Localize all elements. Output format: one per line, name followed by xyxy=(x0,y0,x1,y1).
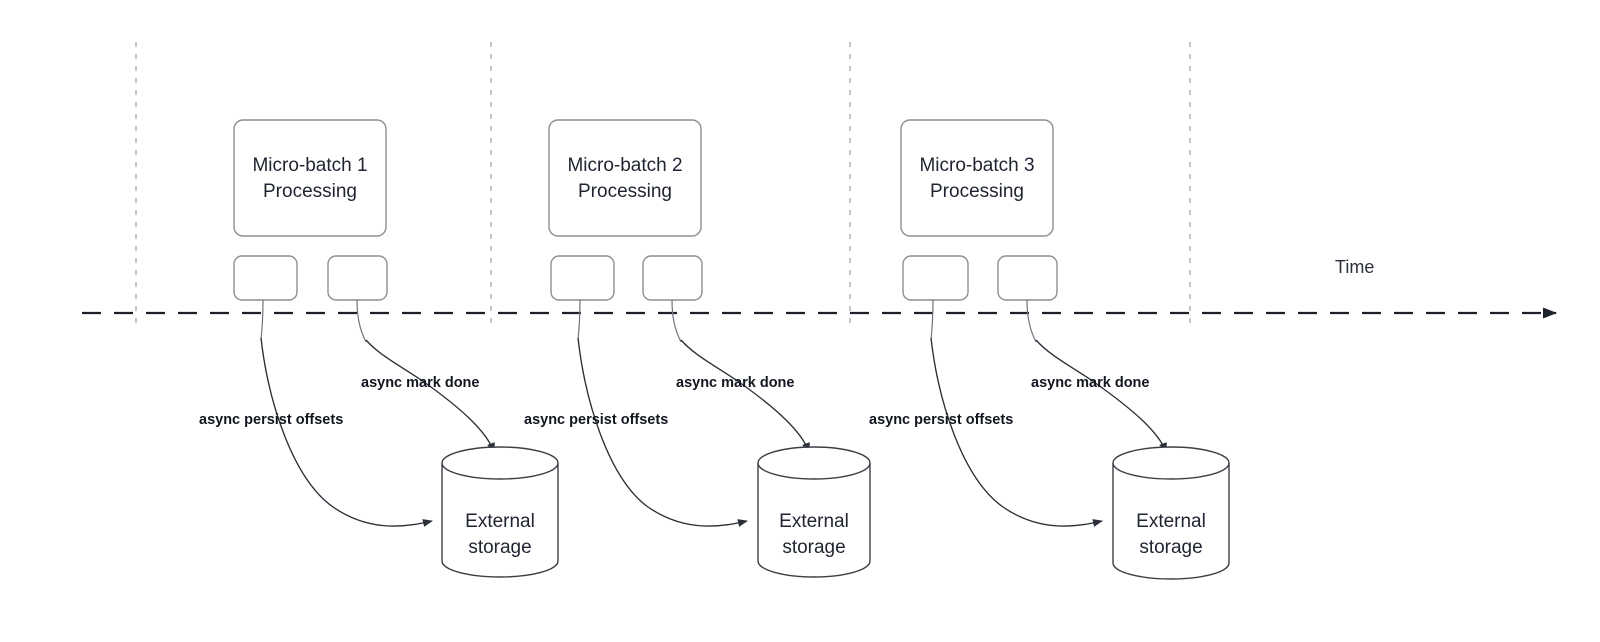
micro-batch-2-box[interactable] xyxy=(548,119,702,237)
task-box-3b-stub xyxy=(1026,299,1037,343)
task-box-3b[interactable] xyxy=(997,255,1058,301)
micro-batch-group-2: Micro-batch 2 Processing async persist o… xyxy=(524,119,871,578)
external-storage-3-body xyxy=(1112,463,1230,580)
task-box-2b[interactable] xyxy=(642,255,703,301)
edge-label-mark-done-1: async mark done xyxy=(361,375,479,391)
micro-batch-2-label-line2: Processing xyxy=(578,181,672,202)
edge-label-mark-done-2: async mark done xyxy=(676,375,794,391)
task-box-1a-stub xyxy=(260,299,264,341)
micro-batch-1-box[interactable] xyxy=(233,119,387,237)
edge-persist-offsets-2 xyxy=(577,337,748,527)
micro-batch-3-label-line2: Processing xyxy=(930,181,1024,202)
micro-batch-3-label-line1: Micro-batch 3 xyxy=(919,155,1034,176)
external-storage-2-label-line1: External xyxy=(779,511,849,532)
external-storage-3-label-line1: External xyxy=(1136,511,1206,532)
task-box-2a[interactable] xyxy=(550,255,615,301)
external-storage-1-body xyxy=(441,463,559,578)
micro-batch-1-label-line2: Processing xyxy=(263,181,357,202)
time-axis-label: Time xyxy=(1335,257,1374,277)
micro-batch-2-label-line1: Micro-batch 2 xyxy=(567,155,682,176)
external-storage-3-top xyxy=(1112,446,1230,480)
edge-label-mark-done-3: async mark done xyxy=(1031,375,1149,391)
task-box-3a-stub xyxy=(930,299,934,341)
edge-label-persist-offsets-2: async persist offsets xyxy=(524,412,668,428)
task-box-2a-stub xyxy=(577,299,581,341)
external-storage-1-top xyxy=(441,446,559,480)
edge-mark-done-3 xyxy=(1035,339,1167,453)
task-box-3a[interactable] xyxy=(902,255,969,301)
edge-mark-done-2 xyxy=(680,339,810,453)
edge-persist-offsets-1 xyxy=(260,337,433,527)
task-box-2b-stub xyxy=(671,299,682,343)
task-box-1b[interactable] xyxy=(327,255,388,301)
task-box-1b-stub xyxy=(356,299,367,343)
external-storage-2-body xyxy=(757,463,871,578)
edge-label-persist-offsets-1: async persist offsets xyxy=(199,412,343,428)
edge-persist-offsets-3 xyxy=(930,337,1103,527)
external-storage-1-label-line2: storage xyxy=(468,537,531,558)
external-storage-2-label-line2: storage xyxy=(782,537,845,558)
external-storage-3-label-line2: storage xyxy=(1139,537,1202,558)
micro-batch-group-1: Micro-batch 1 Processing async persist o… xyxy=(199,119,559,578)
external-storage-2-top xyxy=(757,446,871,480)
micro-batch-1-label-line1: Micro-batch 1 xyxy=(252,155,367,176)
micro-batch-3-box[interactable] xyxy=(900,119,1054,237)
external-storage-1-label-line1: External xyxy=(465,511,535,532)
timeline-axis: Time xyxy=(82,257,1557,319)
edge-label-persist-offsets-3: async persist offsets xyxy=(869,412,1013,428)
task-box-1a[interactable] xyxy=(233,255,298,301)
external-storage-1[interactable]: External storage xyxy=(441,446,559,578)
edge-mark-done-1 xyxy=(365,339,495,453)
micro-batch-group-3: Micro-batch 3 Processing async persist o… xyxy=(869,119,1230,580)
external-storage-3[interactable]: External storage xyxy=(1112,446,1230,580)
external-storage-2[interactable]: External storage xyxy=(757,446,871,578)
